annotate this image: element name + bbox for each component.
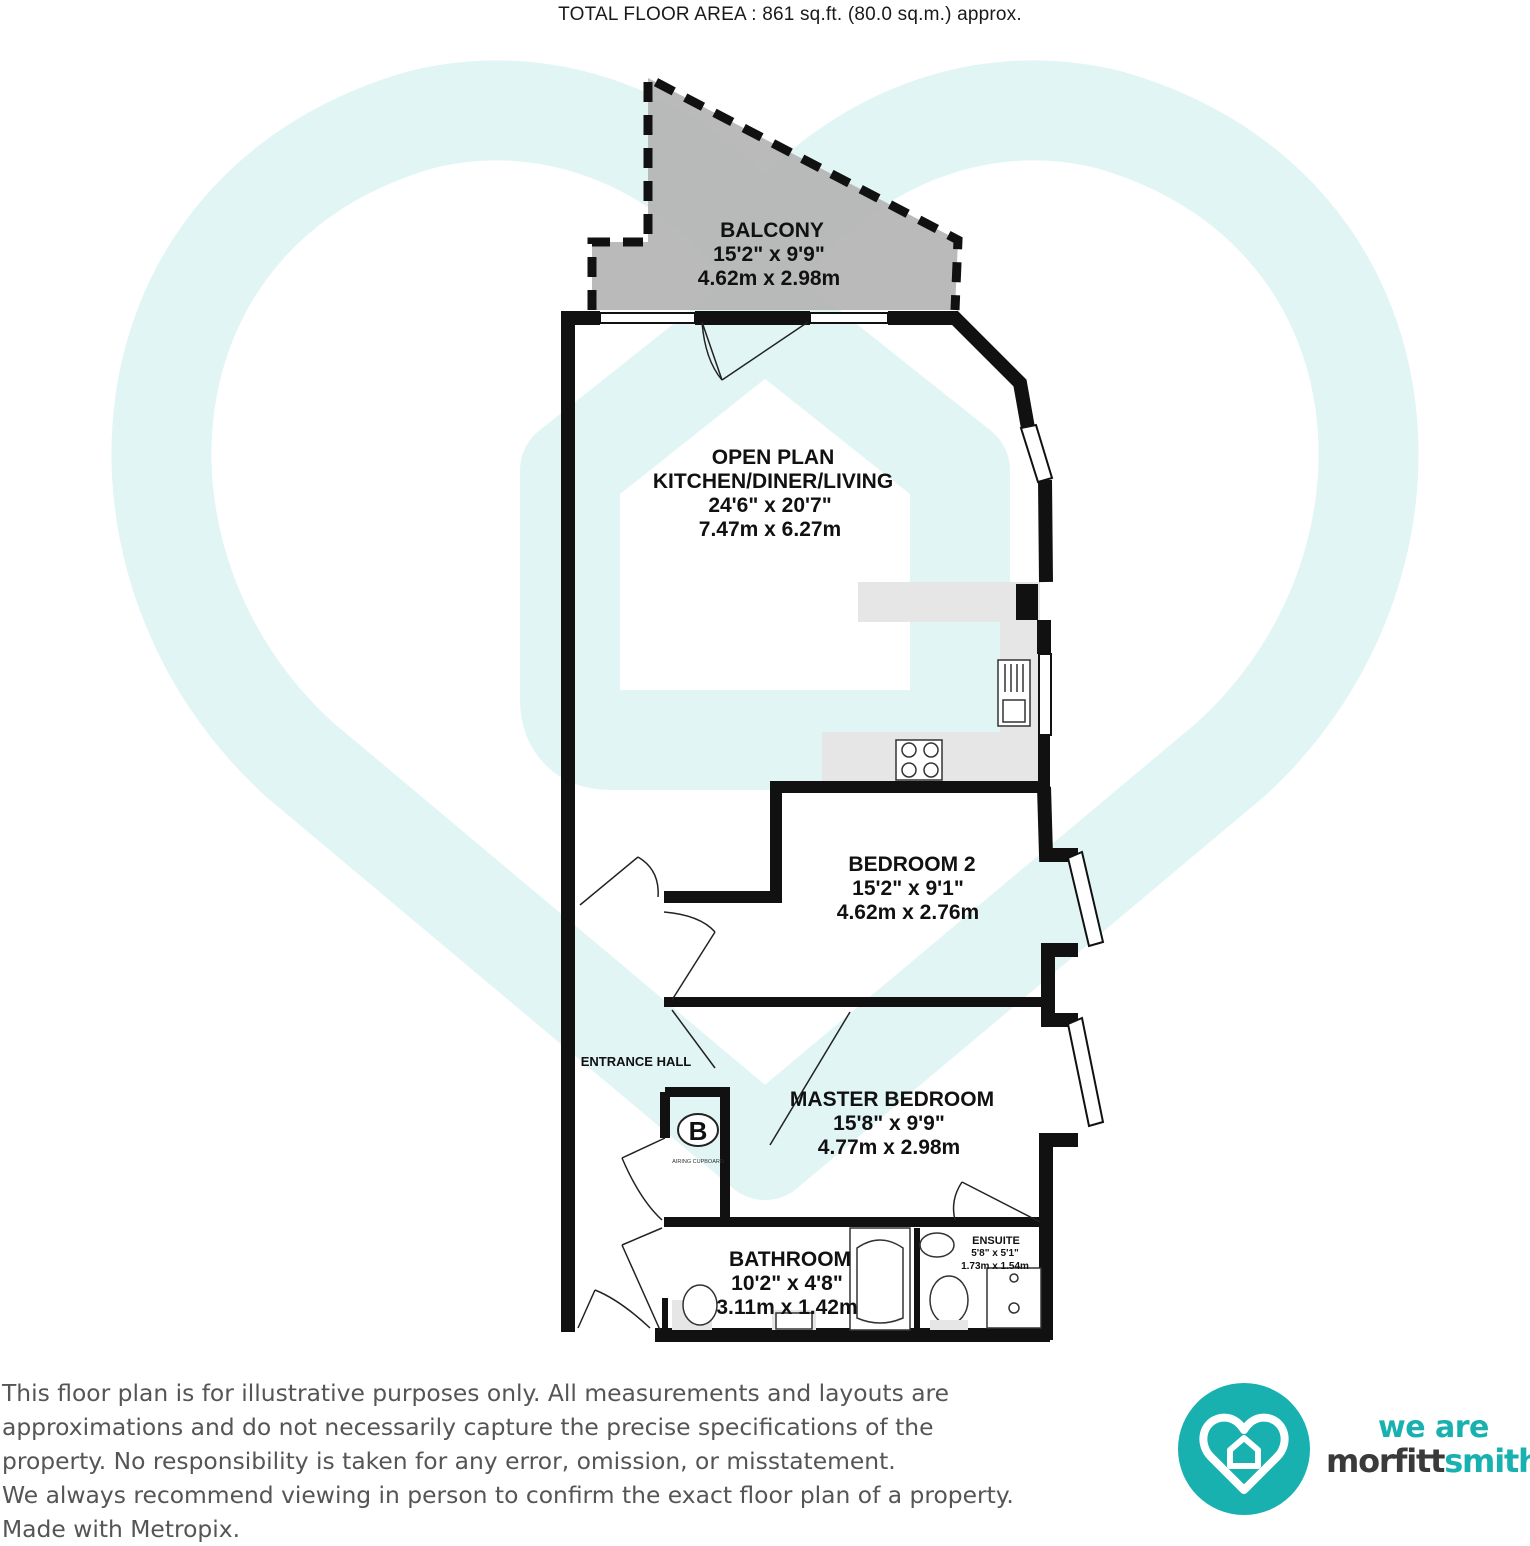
svg-text:B: B	[689, 1116, 708, 1146]
brand-name-line2: morfittsmith	[1326, 1442, 1530, 1480]
brand-logo: we are morfittsmith	[1176, 1382, 1530, 1517]
svg-text:4.62m x 2.98m: 4.62m x 2.98m	[698, 267, 840, 290]
ensuite-basin-icon	[919, 1232, 955, 1258]
svg-text:15'2" x 9'1": 15'2" x 9'1"	[852, 877, 964, 900]
walls	[561, 311, 1078, 1342]
svg-text:3.11m x 1.42m: 3.11m x 1.42m	[716, 1296, 857, 1319]
room-label-entrance-hall: ENTRANCE HALL	[581, 1054, 692, 1069]
doors	[577, 321, 1041, 1331]
room-label-bedroom-2: BEDROOM 2 15'2" x 9'1" 4.62m x 2.76m	[837, 853, 979, 924]
svg-text:BALCONY: BALCONY	[720, 219, 824, 242]
svg-text:OPEN PLAN: OPEN PLAN	[712, 446, 835, 469]
svg-text:4.62m x 2.76m: 4.62m x 2.76m	[837, 901, 979, 924]
svg-text:BEDROOM 2: BEDROOM 2	[848, 853, 975, 876]
svg-text:KITCHEN/DINER/LIVING: KITCHEN/DINER/LIVING	[653, 470, 893, 493]
svg-text:MASTER BEDROOM: MASTER BEDROOM	[790, 1088, 994, 1111]
svg-text:BATHROOM: BATHROOM	[729, 1248, 851, 1271]
svg-text:24'6" x 20'7": 24'6" x 20'7"	[708, 494, 831, 517]
svg-text:4.77m x 2.98m: 4.77m x 2.98m	[818, 1136, 960, 1159]
disclaimer-text: This floor plan is for illustrative purp…	[2, 1379, 1014, 1543]
room-label-ensuite: ENSUITE 5'8" x 5'1" 1.73m x 1.54m	[961, 1235, 1029, 1272]
heart-logo-icon	[1178, 1383, 1310, 1515]
svg-text:15'8" x 9'9": 15'8" x 9'9"	[833, 1112, 945, 1135]
room-label-bathroom: BATHROOM 10'2" x 4'8" 3.11m x 1.42m	[716, 1248, 857, 1319]
brand-name-line1: we are	[1378, 1410, 1489, 1445]
balcony-area	[587, 70, 963, 311]
svg-text:15'2" x 9'9": 15'2" x 9'9"	[713, 243, 825, 266]
room-label-balcony: BALCONY 15'2" x 9'9" 4.62m x 2.98m	[698, 219, 840, 290]
room-label-living: OPEN PLAN KITCHEN/DINER/LIVING 24'6" x 2…	[653, 446, 893, 541]
boiler-icon: B	[677, 1113, 719, 1147]
airing-cupboard-label: AIRING CUPBOARD	[672, 1159, 724, 1165]
shower-icon	[986, 1267, 1042, 1329]
basin-icon	[772, 1310, 816, 1330]
svg-text:10'2" x 4'8": 10'2" x 4'8"	[731, 1272, 843, 1295]
windows	[599, 312, 1105, 1128]
svg-text:1.73m x 1.54m: 1.73m x 1.54m	[961, 1261, 1029, 1272]
svg-text:7.47m x 6.27m: 7.47m x 6.27m	[699, 518, 841, 541]
toilet-icon	[672, 1284, 718, 1330]
appliance-unit	[1016, 584, 1038, 620]
ensuite-toilet-icon	[929, 1275, 969, 1330]
room-label-master-bedroom: MASTER BEDROOM 15'8" x 9'9" 4.77m x 2.98…	[790, 1088, 994, 1159]
total-floor-area: TOTAL FLOOR AREA : 861 sq.ft. (80.0 sq.m…	[558, 4, 1022, 25]
bath-icon	[849, 1227, 911, 1331]
hob-icon	[895, 739, 943, 781]
svg-text:ENSUITE: ENSUITE	[972, 1235, 1020, 1247]
kitchen-sink-icon	[997, 659, 1031, 727]
svg-text:5'8" x 5'1": 5'8" x 5'1"	[971, 1248, 1019, 1259]
